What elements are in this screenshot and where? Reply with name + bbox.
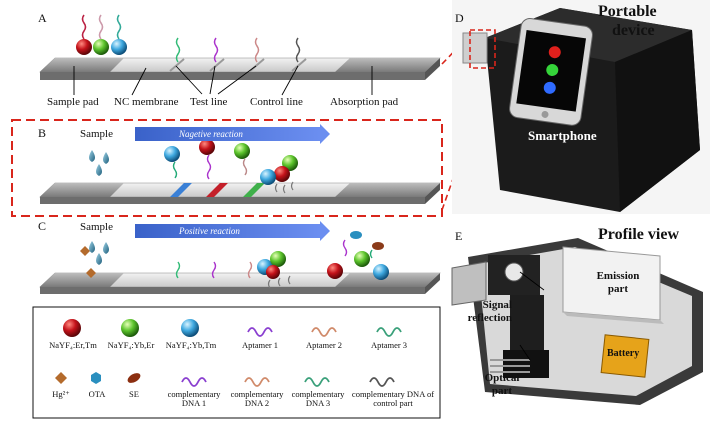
optical-part-label: Optical part	[484, 372, 520, 397]
legend-label-cdna-3: complementary DNA 3	[291, 389, 345, 408]
label-nc-membrane: NC membrane	[114, 96, 179, 108]
legend-label-red: NaYF₄:Er,Tm	[49, 340, 97, 350]
smartphone-label: Smartphone	[528, 128, 597, 143]
label-test-line: Test line	[190, 96, 228, 108]
legend-label-ota: OTA	[88, 389, 106, 399]
ota-icon	[91, 372, 101, 384]
se-icon	[127, 373, 141, 383]
legend-label-aptamer-2: Aptamer 2	[305, 340, 343, 350]
strip-b	[39, 139, 441, 204]
portable-device-title-2: device	[612, 22, 655, 39]
drop-icon	[89, 150, 95, 162]
legend-label-se: SE	[129, 389, 139, 399]
panel-letter-c: C	[38, 219, 47, 233]
positive-reaction-label: Positive reaction	[179, 226, 240, 236]
cdna-3-icon	[304, 377, 330, 387]
portable-device-title-1: Portable	[598, 3, 657, 20]
legend-label-aptamer-1: Aptamer 1	[241, 340, 279, 350]
profile-view-title: Profile view	[598, 226, 680, 243]
legend-label-cdna-2: complementary DNA 2	[230, 389, 284, 408]
cdna-2-icon	[244, 377, 270, 387]
legend-label-blue: NaYF₄:Yb,Tm	[165, 340, 217, 350]
strip-a	[39, 14, 441, 96]
strip-c	[39, 231, 441, 294]
aptamer-2-icon	[311, 327, 337, 337]
legend-icons	[55, 319, 402, 387]
battery-label: Battery	[607, 348, 640, 359]
green-sphere-icon	[93, 39, 109, 55]
label-sample-c: Sample	[80, 221, 113, 233]
aptamer-3-icon	[376, 327, 402, 337]
legend-label-cdna-control: complementary DNA of control part	[351, 389, 435, 408]
blue-sphere-icon	[111, 39, 127, 55]
green-sphere-icon	[121, 319, 139, 337]
panel-letter-e: E	[455, 229, 463, 243]
blue-sphere-icon	[181, 319, 199, 337]
label-absorption-pad: Absorption pad	[330, 96, 399, 108]
panel-letter-d: D	[455, 11, 464, 25]
profile-view	[445, 226, 710, 426]
aptamer-1-icon	[247, 327, 273, 337]
legend-label-aptamer-3: Aptamer 3	[370, 340, 408, 350]
negative-reaction-arrow: Nagetive reaction	[135, 124, 330, 144]
legend-label-hg: Hg²⁺	[52, 389, 70, 399]
cdna-control-icon	[369, 377, 395, 387]
negative-reaction-label: Nagetive reaction	[179, 129, 243, 139]
negative-reaction-frame	[11, 119, 443, 217]
label-control-line: Control line	[250, 96, 303, 108]
legend-label-cdna-1: complementary DNA 1	[167, 389, 221, 408]
legend-box	[32, 306, 441, 419]
panel-letter-b: B	[38, 126, 47, 140]
emission-part-label: Emission part	[596, 270, 640, 295]
label-sample-pad: Sample pad	[47, 96, 99, 108]
positive-reaction-arrow: Positive reaction	[135, 221, 330, 241]
signal-reflection-label: Signal reflection	[467, 299, 512, 324]
portable-device	[452, 0, 710, 214]
legend-label-green: NaYF₄:Yb,Er	[107, 340, 155, 350]
label-sample-b: Sample	[80, 128, 113, 140]
panel-letter-a: A	[38, 11, 47, 25]
cdna-1-icon	[181, 377, 207, 387]
red-sphere-icon	[76, 39, 92, 55]
red-sphere-icon	[63, 319, 81, 337]
hg-icon	[55, 372, 67, 384]
